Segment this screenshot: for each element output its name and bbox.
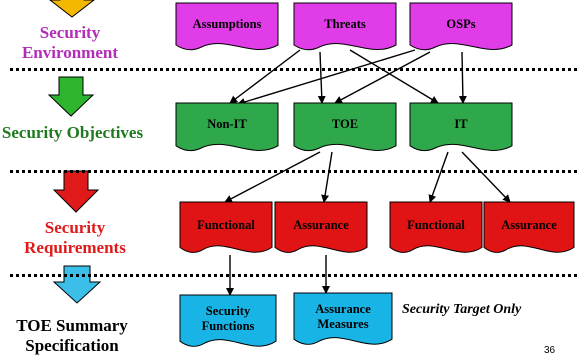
- node-assumptions: Assumptions: [176, 3, 278, 53]
- node-assurance-toe: Assurance: [275, 202, 367, 256]
- connector-threats-toe: [317, 51, 326, 104]
- note-security-target-only: Security Target Only: [402, 302, 522, 317]
- node-functional-toe: Functional: [180, 202, 272, 256]
- stage-label-security-objectives: Security Objectives: [1, 123, 144, 142]
- connector-osps-non-it: [237, 49, 416, 106]
- divider: [10, 274, 577, 277]
- connector-it-functional: [428, 151, 449, 203]
- down-arrow-icon: [47, 76, 95, 117]
- node-assurance-it: Assurance: [484, 202, 574, 256]
- connector-threats-non-it: [229, 49, 301, 104]
- node-assumptions-label: Assumptions: [192, 16, 262, 31]
- node-osps-label: OSPs: [446, 16, 476, 31]
- node-assurance-measures-label: Assurance Measures: [315, 301, 371, 331]
- connector-toe-assurance: [321, 151, 333, 203]
- node-functional-it-label: Functional: [407, 217, 465, 232]
- node-it-label: IT: [454, 117, 468, 131]
- connector-toe-functional: [224, 151, 321, 203]
- divider: [10, 68, 577, 71]
- page-number: 36: [544, 345, 556, 356]
- down-arrow-icon: [52, 170, 100, 213]
- node-it: IT: [410, 103, 512, 154]
- node-security-functions-label: Security Functions: [201, 303, 255, 333]
- node-non-it-label: Non-IT: [207, 117, 247, 131]
- node-assurance-toe-label: Assurance: [293, 217, 349, 232]
- connector-osps-toe: [334, 51, 431, 104]
- stage-label-security-environment: Security Environment: [21, 23, 119, 62]
- node-osps: OSPs: [410, 3, 512, 53]
- node-non-it: Non-IT: [176, 103, 278, 154]
- node-functional-toe-label: Functional: [197, 217, 255, 232]
- connector-osps-it: [458, 51, 467, 104]
- node-threats-label: Threats: [324, 16, 366, 31]
- node-assurance-measures: Assurance Measures: [294, 293, 392, 348]
- connector-it-assurance: [461, 151, 511, 203]
- divider: [10, 170, 577, 173]
- down-arrow-icon: [49, 0, 95, 18]
- stage-label-security-requirements: Security Requirements: [24, 218, 126, 257]
- node-toe: TOE: [294, 103, 396, 154]
- node-security-functions: Security Functions: [180, 295, 276, 350]
- node-threats: Threats: [294, 3, 396, 53]
- node-toe-label: TOE: [331, 117, 359, 131]
- connector-threats-it: [349, 49, 439, 104]
- stage-label-toe-summary-specification: TOE Summary Specification: [16, 316, 128, 355]
- node-assurance-it-label: Assurance: [501, 217, 557, 232]
- node-functional-it: Functional: [390, 202, 482, 256]
